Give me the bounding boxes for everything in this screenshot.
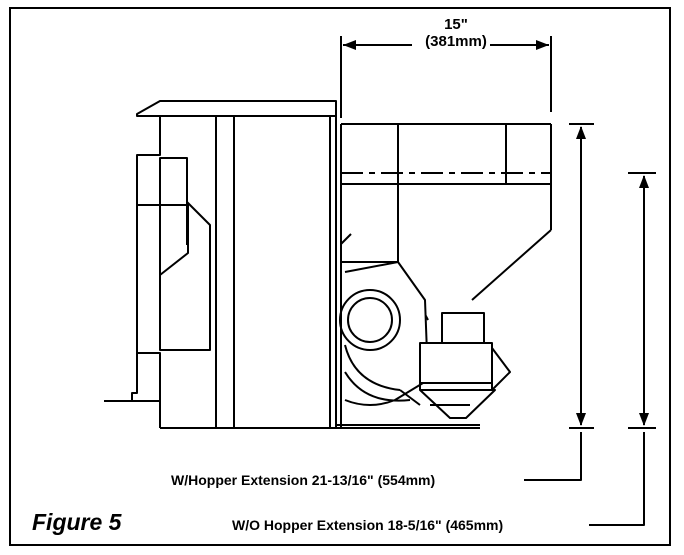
width-dimension-label: 15" (381mm) (396, 16, 516, 50)
height-without-extension-dimension (589, 172, 656, 526)
width-dimension-line (340, 36, 552, 118)
stove-body (104, 100, 480, 429)
auger-motor (419, 312, 511, 419)
height-without-extension-label: W/O Hopper Extension 18-5/16" (465mm) (232, 517, 504, 533)
height-with-extension-label: W/Hopper Extension 21-13/16" (554mm) (171, 472, 436, 488)
figure-title: Figure 5 (32, 509, 122, 535)
figure-frame (9, 7, 671, 546)
width-metric: (381mm) (425, 33, 487, 50)
height-with-extension-dimension (524, 123, 594, 481)
width-imperial: 15" (444, 16, 468, 33)
blower-motor (339, 261, 429, 406)
